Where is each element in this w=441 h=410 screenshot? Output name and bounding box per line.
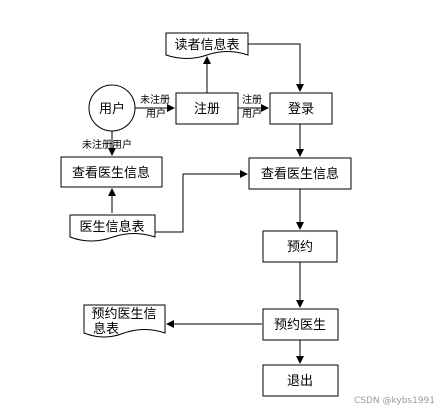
user-node: 用户 bbox=[88, 84, 136, 132]
register-node: 注册 bbox=[175, 92, 239, 125]
reservation-info-table-label-line1: 预约医生信 bbox=[91, 307, 156, 322]
reader-info-table-label: 读者信息表 bbox=[174, 37, 239, 53]
edge-doctor-table-to-view-main bbox=[155, 170, 248, 233]
watermark: CSDN @kybs1991 bbox=[353, 396, 435, 406]
reservation-info-table-label-line2: 息表 bbox=[93, 321, 119, 337]
logout-node: 退出 bbox=[262, 364, 339, 397]
edge-label-user: 用户 bbox=[146, 107, 166, 120]
edge-label-unregistered-user: 未注册用户 bbox=[82, 138, 132, 151]
view-doctor-info-main-node: 查看医生信息 bbox=[248, 157, 352, 190]
user-node-label: 用户 bbox=[99, 101, 125, 117]
view-doctor-info-main-label: 查看医生信息 bbox=[261, 166, 339, 182]
reserve-node: 预约 bbox=[262, 230, 338, 263]
logout-node-label: 退出 bbox=[287, 374, 313, 389]
login-node-label: 登录 bbox=[288, 102, 314, 117]
reservation-info-table: 预约医生信 息表 bbox=[83, 304, 166, 338]
reader-info-table: 读者信息表 bbox=[165, 32, 249, 59]
edge-reader-table-to-login bbox=[248, 43, 304, 92]
edge-label-unregistered: 未注册 bbox=[140, 93, 170, 106]
register-node-label: 注册 bbox=[194, 102, 220, 117]
edge-label-registered: 注册 bbox=[242, 93, 262, 106]
reserve-doctor-node: 预约医生 bbox=[262, 308, 339, 341]
view-doctor-info-left-label: 查看医生信息 bbox=[72, 165, 150, 181]
doctor-info-table: 医生信息表 bbox=[69, 214, 156, 242]
doctor-info-table-label: 医生信息表 bbox=[79, 219, 144, 235]
connectors bbox=[108, 43, 304, 364]
view-doctor-info-left-node: 查看医生信息 bbox=[60, 156, 163, 188]
reserve-doctor-node-label: 预约医生 bbox=[274, 318, 326, 333]
reserve-node-label: 预约 bbox=[287, 240, 313, 255]
edge-label-registered-user: 用户 bbox=[242, 107, 262, 120]
login-node: 登录 bbox=[269, 92, 333, 125]
